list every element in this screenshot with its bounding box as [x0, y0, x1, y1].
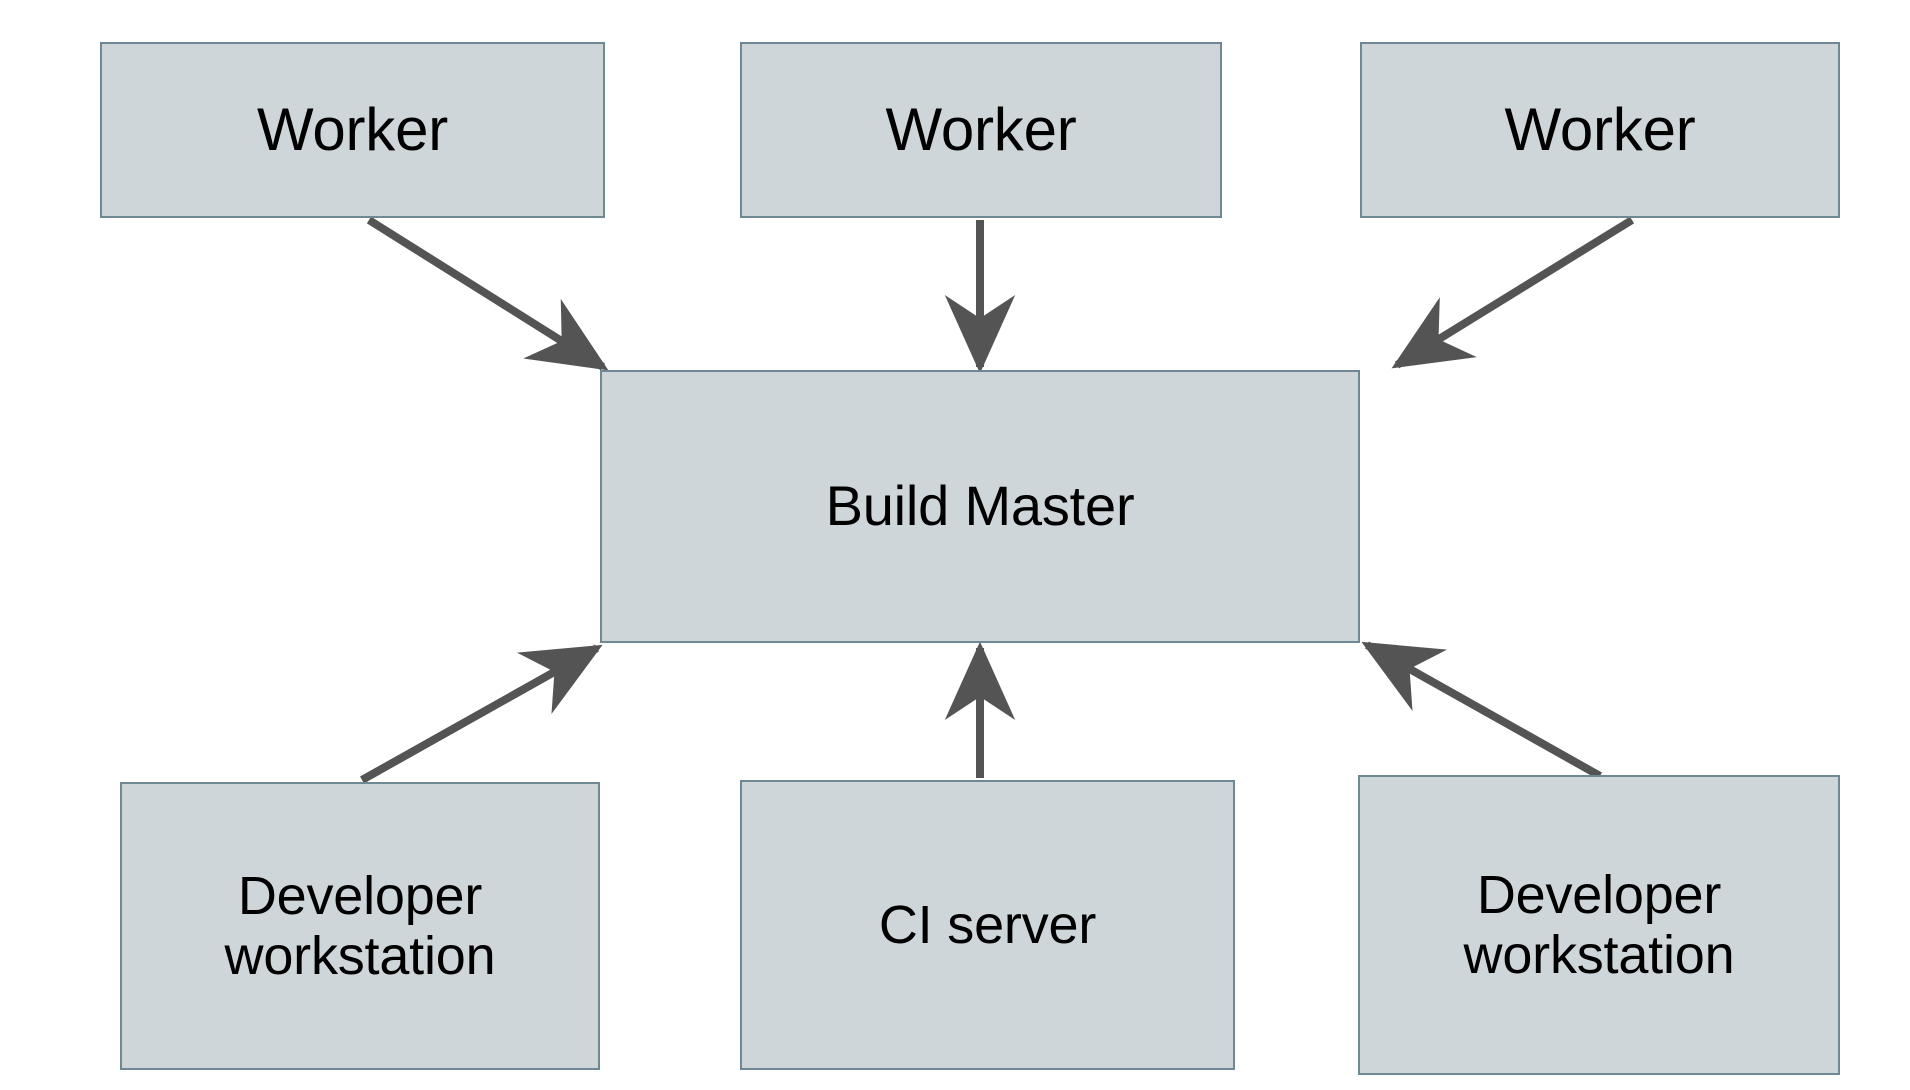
- edge-dev-left-to-master: [360, 644, 603, 784]
- node-build-master[interactable]: Build Master: [600, 370, 1360, 643]
- node-developer-workstation-left[interactable]: Developer workstation: [120, 782, 600, 1070]
- node-build-master-label: Build Master: [825, 474, 1135, 538]
- node-ci-server-label: CI server: [878, 894, 1097, 955]
- node-worker-mid[interactable]: Worker: [740, 42, 1222, 218]
- edge-worker-right-to-master: [1391, 216, 1635, 369]
- node-developer-workstation-left-label: Developer workstation: [224, 865, 496, 986]
- node-worker-left[interactable]: Worker: [100, 42, 605, 218]
- edge-dev-right-to-master: [1361, 641, 1602, 780]
- node-developer-workstation-right[interactable]: Developer workstation: [1358, 775, 1840, 1075]
- node-developer-workstation-right-label: Developer workstation: [1463, 864, 1735, 985]
- edge-worker-left-to-master: [366, 216, 609, 371]
- node-worker-right-label: Worker: [1504, 96, 1696, 164]
- node-worker-mid-label: Worker: [885, 96, 1077, 164]
- node-ci-server[interactable]: CI server: [740, 780, 1235, 1070]
- node-worker-right[interactable]: Worker: [1360, 42, 1840, 218]
- node-worker-left-label: Worker: [256, 96, 449, 164]
